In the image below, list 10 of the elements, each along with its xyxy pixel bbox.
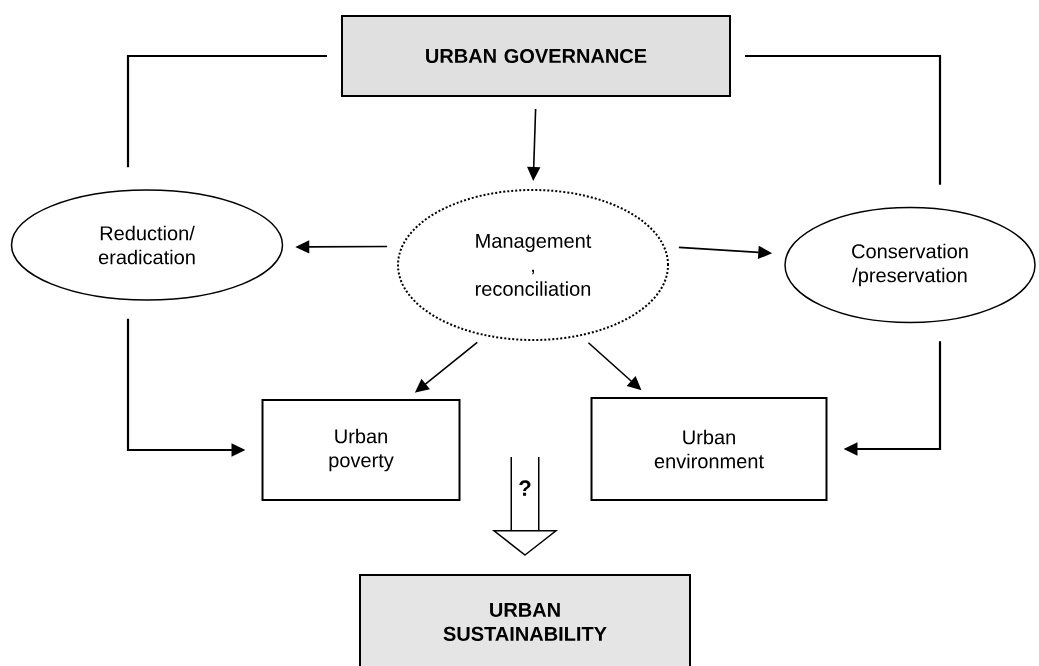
oval: Conservation /preservation (784, 206, 1036, 324)
edge-label: ? (519, 480, 531, 496)
heading-box: URBAN GOVERNANCE (341, 15, 731, 97)
heading-box: URBAN SUSTAINABILITY (359, 574, 691, 666)
connector-line (126, 54, 327, 168)
oval: Reduction/ eradication (10, 189, 284, 301)
dotted-oval: Management , reconciliation (397, 189, 669, 341)
connector-line (745, 54, 942, 185)
process-box: Urban environment (590, 397, 828, 501)
process-box: Urban poverty (261, 399, 461, 501)
